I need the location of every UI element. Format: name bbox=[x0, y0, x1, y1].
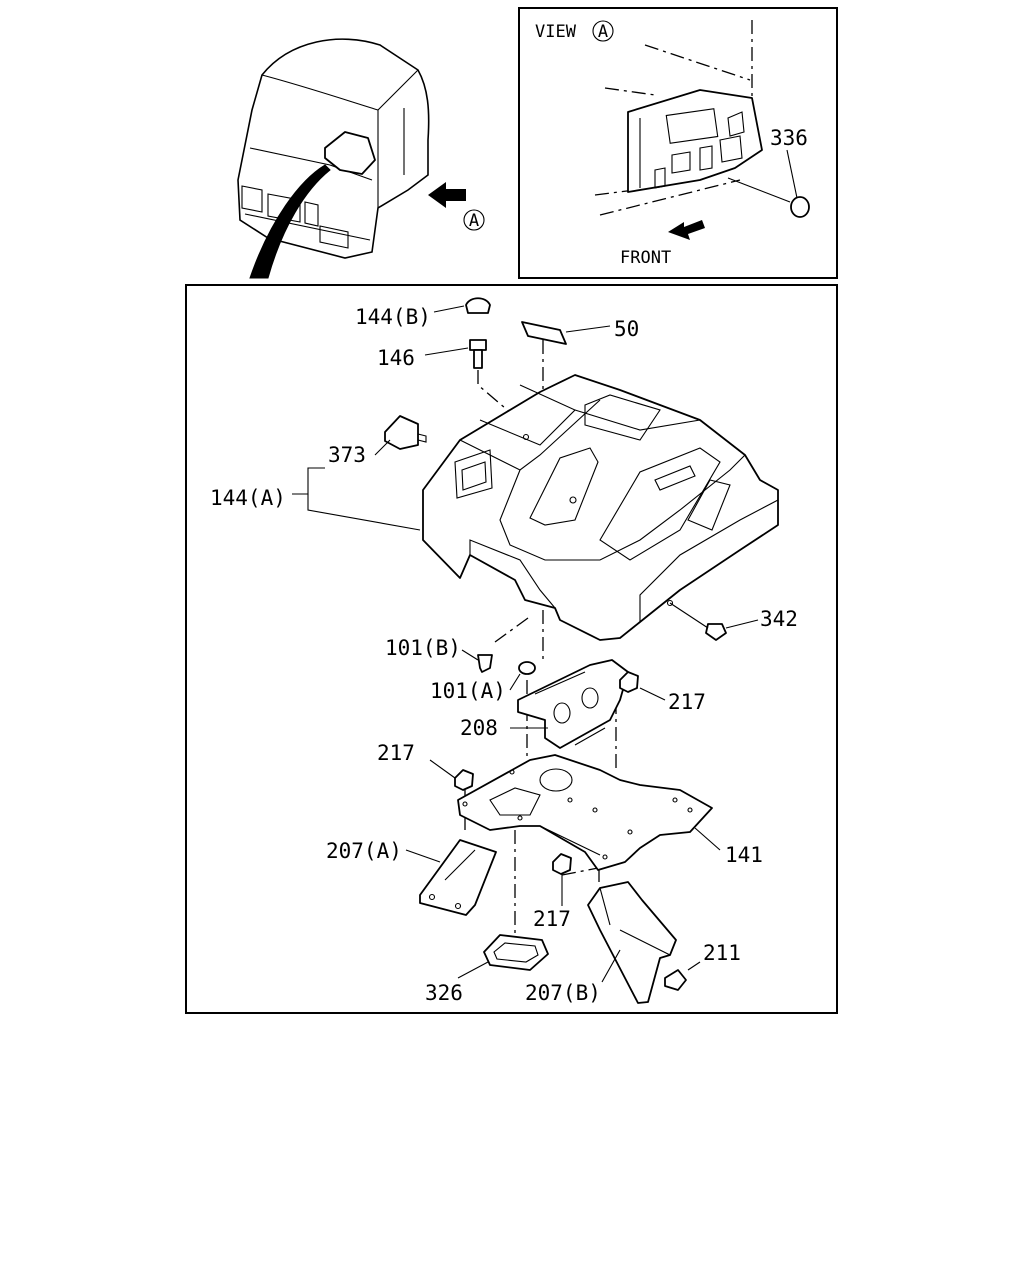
part-373-switch bbox=[384, 415, 427, 450]
inset-front-label: FRONT bbox=[620, 248, 671, 268]
label-50: 50 bbox=[614, 317, 639, 341]
label-101b: 101(B) bbox=[385, 636, 461, 660]
cab-console-highlight bbox=[324, 131, 376, 175]
gasket-326 bbox=[483, 934, 549, 971]
main-frame bbox=[185, 284, 838, 1014]
inset-frame bbox=[518, 7, 838, 279]
part-101b-clip bbox=[477, 654, 493, 673]
label-211: 211 bbox=[703, 941, 741, 965]
console-cover-144a bbox=[422, 374, 779, 641]
bracket-207a bbox=[419, 839, 497, 916]
part-342-clip bbox=[669, 602, 727, 641]
inset-part-336: 336 bbox=[770, 126, 808, 150]
label-373: 373 bbox=[328, 443, 366, 467]
inset-view-title: VIEW bbox=[535, 22, 577, 42]
label-144a: 144(A) bbox=[210, 486, 286, 510]
label-217-bottom: 217 bbox=[533, 907, 571, 931]
cab-callout-pointer bbox=[249, 164, 331, 279]
view-a-arrow bbox=[428, 182, 466, 208]
label-144b: 144(B) bbox=[355, 305, 431, 329]
cab-view-marker-circle bbox=[463, 209, 485, 231]
cab-overview: A bbox=[237, 38, 485, 279]
plate-141 bbox=[457, 754, 713, 871]
grommet-336 bbox=[790, 196, 810, 218]
nut-217-left bbox=[454, 769, 474, 791]
view-a-inset: VIEW A 336 FRONT bbox=[518, 7, 838, 279]
bolt-211 bbox=[664, 969, 687, 991]
bracket-208 bbox=[517, 659, 629, 749]
part-labels: 144(B) 50 146 373 144(A) 342 101(B) 101(… bbox=[210, 305, 798, 1005]
bracket-207b bbox=[587, 881, 677, 1004]
label-146: 146 bbox=[377, 346, 415, 370]
label-141: 141 bbox=[725, 843, 763, 867]
label-208: 208 bbox=[460, 716, 498, 740]
label-326: 326 bbox=[425, 981, 463, 1005]
part-101a-nut bbox=[518, 661, 536, 675]
inset-view-marker: A bbox=[598, 22, 608, 42]
front-arrow bbox=[668, 220, 705, 240]
label-207a: 207(A) bbox=[326, 839, 402, 863]
label-342: 342 bbox=[760, 607, 798, 631]
nut-217-bottom bbox=[552, 853, 572, 875]
cab-view-marker: A bbox=[469, 211, 479, 231]
label-101a: 101(A) bbox=[430, 679, 506, 703]
leader-lines bbox=[292, 305, 759, 983]
label-217-top: 217 bbox=[668, 690, 706, 714]
inset-view-marker-circle bbox=[592, 20, 614, 42]
part-146-screw bbox=[469, 339, 487, 369]
part-144b-cap bbox=[465, 297, 491, 314]
part-50-pad bbox=[521, 321, 567, 345]
nut-217-top bbox=[619, 671, 639, 693]
label-217-left: 217 bbox=[377, 741, 415, 765]
label-207b: 207(B) bbox=[525, 981, 601, 1005]
